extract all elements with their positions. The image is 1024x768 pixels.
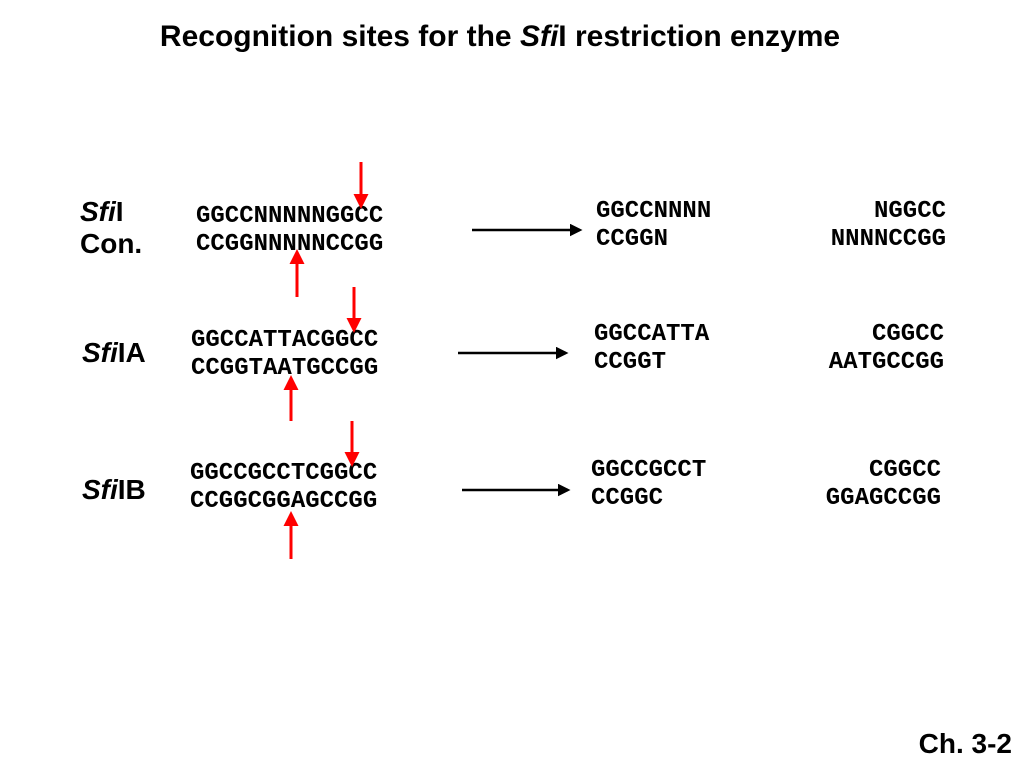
- row-label-italic: Sfi: [82, 474, 118, 505]
- left-fragment-sfiia: GGCCATTA CCGGT: [594, 321, 709, 377]
- site-top-strand: GGCCATTACGGCC: [191, 327, 379, 354]
- row-label-suffix: I: [115, 196, 124, 227]
- site-top-strand: GGCCNNNNNGGCC: [196, 203, 384, 230]
- row-label-italic: Sfi: [80, 196, 116, 227]
- right-fragment-bottom: NNNNCCGG: [830, 226, 946, 253]
- right-fragment-top: NGGCC: [873, 198, 946, 225]
- left-fragment-top: GGCCATTA: [594, 321, 710, 348]
- right-fragment-bottom: AATGCCGG: [828, 349, 944, 376]
- row-label-sfiia: SfiIA: [82, 337, 146, 369]
- site-top-strand: GGCCGCCTCGGCC: [190, 460, 378, 487]
- row-label-line2: Con.: [80, 228, 143, 259]
- site-bottom-strand: CCGGCGGAGCCGG: [190, 488, 378, 515]
- row-label-italic: Sfi: [82, 337, 118, 368]
- left-fragment-top: GGCCGCCT: [591, 457, 707, 484]
- row-label-sfii-con: SfiI Con.: [80, 196, 142, 260]
- right-fragment-sfiib: CGGCC GGAGCCGG: [775, 457, 941, 513]
- title-suffix: I restriction enzyme: [558, 20, 841, 53]
- slide-number: Ch. 3-2: [918, 728, 1012, 759]
- title-enzyme-italic: Sfi: [519, 20, 559, 53]
- site-bottom-strand: CCGGTAATGCCGG: [191, 355, 379, 382]
- left-fragment-top: GGCCNNNN: [596, 198, 712, 225]
- right-fragment-bottom: GGAGCCGG: [825, 485, 941, 512]
- site-bottom-strand: CCGGNNNNNCCGG: [196, 231, 384, 258]
- recognition-site-sfiib: GGCCGCCTCGGCC CCGGCGGAGCCGG: [190, 460, 377, 516]
- left-fragment-bottom: CCGGT: [594, 349, 667, 376]
- left-fragment-bottom: CCGGC: [591, 485, 664, 512]
- row-label-line1: SfiI: [80, 196, 142, 228]
- title-prefix: Recognition sites for the: [159, 20, 520, 53]
- row-label-line1: SfiIB: [82, 474, 146, 506]
- left-fragment-sfiib: GGCCGCCT CCGGC: [591, 457, 706, 513]
- left-fragment-sfii-con: GGCCNNNN CCGGN: [596, 198, 711, 254]
- left-fragment-bottom: CCGGN: [596, 226, 669, 253]
- row-label-suffix: IA: [117, 337, 146, 368]
- slide-title: Recognition sites for the SfiI restricti…: [0, 20, 1000, 54]
- right-fragment-top: CGGCC: [871, 321, 944, 348]
- row-label-sfiib: SfiIB: [82, 474, 146, 506]
- row-label-line1: SfiIA: [82, 337, 146, 369]
- recognition-site-sfiia: GGCCATTACGGCC CCGGTAATGCCGG: [191, 327, 378, 383]
- right-fragment-sfii-con: NGGCC NNNNCCGG: [780, 198, 946, 254]
- right-fragment-sfiia: CGGCC AATGCCGG: [778, 321, 944, 377]
- recognition-site-sfii-con: GGCCNNNNNGGCC CCGGNNNNNCCGG: [196, 203, 383, 259]
- row-label-suffix: IB: [117, 474, 146, 505]
- right-fragment-top: CGGCC: [868, 457, 941, 484]
